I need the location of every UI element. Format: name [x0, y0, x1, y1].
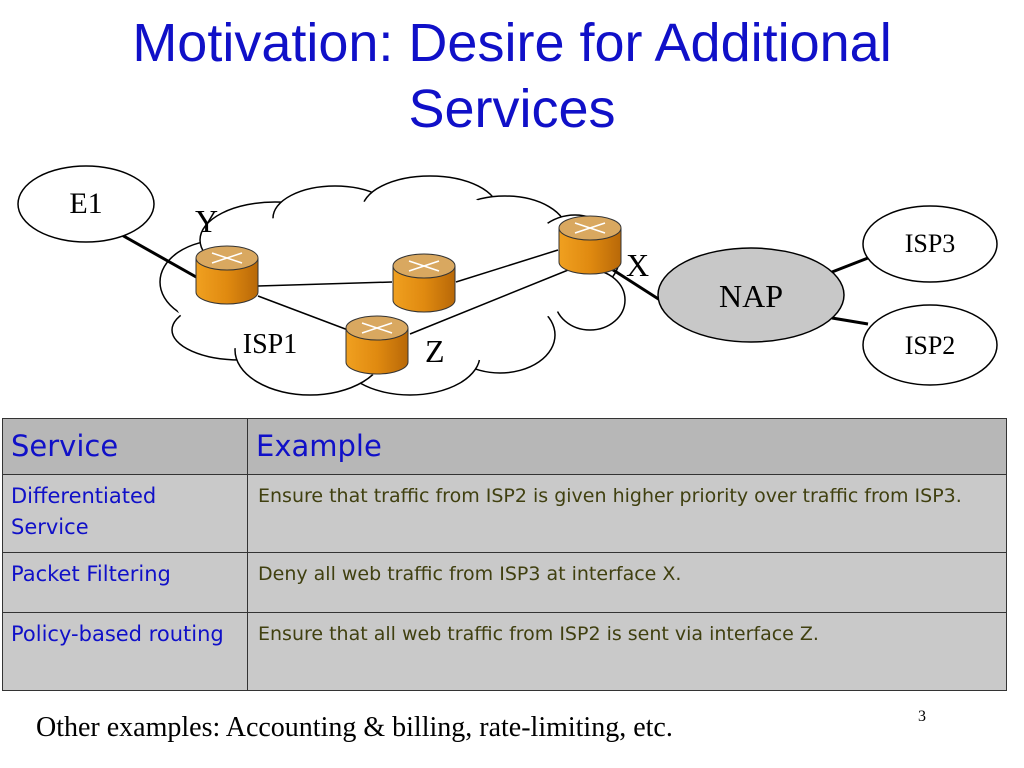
router-x: [558, 215, 622, 275]
page-number: 3: [918, 708, 926, 725]
router-z: [345, 315, 409, 375]
link-core-x: [455, 249, 559, 283]
table-row: Differentiated Service Ensure that traff…: [2, 474, 1007, 553]
services-table: Service Example Differentiated Service E…: [2, 418, 1007, 691]
table-row: Policy-based routing Ensure that all web…: [2, 612, 1007, 691]
footer-text: Other examples: Accounting & billing, ra…: [36, 712, 673, 743]
interface-z-label: Z: [425, 333, 445, 369]
table-row: Packet Filtering Deny all web traffic fr…: [2, 552, 1007, 613]
service-cell: Differentiated Service: [2, 474, 248, 553]
isp2-label: ISP2: [905, 331, 956, 360]
service-cell: Packet Filtering: [2, 552, 248, 613]
router-core: [392, 253, 456, 313]
nap-node: [657, 247, 845, 343]
header-service: Service: [2, 418, 248, 475]
isp1-label: ISP1: [243, 329, 297, 360]
table-header-row: Service Example: [2, 418, 1007, 475]
link-e1-y: [119, 232, 206, 284]
interface-y-label: Y: [195, 203, 218, 239]
slide-title: Motivation: Desire for Additional Servic…: [0, 10, 1024, 142]
isp1-cloud: [159, 175, 626, 396]
router-y: [195, 245, 259, 305]
interface-x-label: X: [626, 247, 649, 283]
service-cell: Policy-based routing: [2, 612, 248, 691]
isp2-node: [862, 304, 998, 386]
title-line-1: Motivation: Desire for Additional: [132, 13, 892, 73]
network-links: [119, 232, 869, 326]
link-z-x: [409, 261, 589, 335]
example-cell: Ensure that all web traffic from ISP2 is…: [247, 612, 1007, 691]
network-diagram: E1 Y X Z ISP1 NAP ISP3 ISP2: [17, 165, 998, 396]
isp3-node: [862, 205, 998, 283]
isp1-internal-links: [257, 249, 589, 335]
example-cell: Ensure that traffic from ISP2 is given h…: [247, 474, 1007, 553]
isp3-label: ISP3: [905, 229, 956, 258]
title-line-2: Services: [408, 79, 616, 139]
link-y-z: [257, 295, 349, 331]
link-y-core: [257, 281, 393, 287]
example-cell: Deny all web traffic from ISP3 at interf…: [247, 552, 1007, 613]
e1-label: E1: [69, 187, 102, 220]
link-x-nap: [609, 266, 661, 302]
link-nap-isp3: [831, 256, 869, 274]
header-example: Example: [247, 418, 1007, 475]
e1-node: [17, 165, 155, 243]
link-nap-isp2: [831, 316, 869, 326]
nap-label: NAP: [719, 278, 783, 314]
